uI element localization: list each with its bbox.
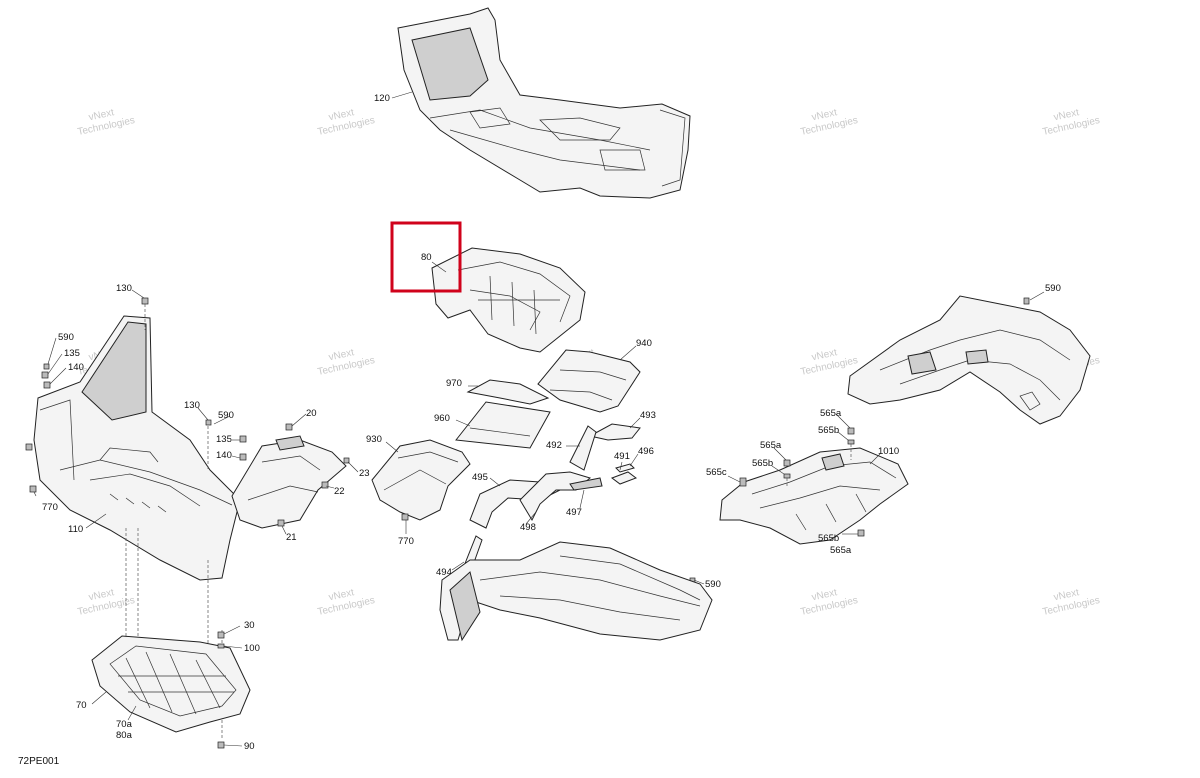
- callout-80: 80: [421, 252, 432, 263]
- callout-22: 22: [334, 486, 345, 497]
- part-120-center-console[interactable]: [397, 7, 691, 199]
- part-970-strip[interactable]: [466, 379, 550, 405]
- callout-140-b: 140: [216, 450, 232, 461]
- callout-20: 20: [306, 408, 317, 419]
- svg-text:vNext: vNext: [1053, 107, 1081, 123]
- part-20-panel[interactable]: [231, 435, 347, 529]
- callout-590-c: 590: [705, 579, 721, 590]
- callout-590-d: 590: [1045, 283, 1061, 294]
- part-80-bracket[interactable]: [431, 247, 586, 353]
- svg-text:vNext: vNext: [88, 107, 116, 123]
- callout-80a: 80a: [116, 730, 133, 741]
- callout-565c: 565c: [706, 467, 727, 478]
- callout-110: 110: [68, 524, 83, 535]
- callout-491: 491: [614, 451, 630, 462]
- svg-text:vNext: vNext: [811, 107, 839, 123]
- callout-940: 940: [636, 338, 652, 349]
- callout-930: 930: [366, 434, 382, 445]
- svg-text:vNext: vNext: [328, 347, 356, 363]
- highlight-box: [390, 221, 462, 293]
- part-493-strip[interactable]: [588, 423, 641, 441]
- callout-498: 498: [520, 522, 536, 533]
- part-70-floor-tray[interactable]: [91, 635, 251, 733]
- callout-565b-1: 565b: [818, 425, 839, 436]
- callout-495: 495: [472, 472, 488, 483]
- part-497-pad[interactable]: [569, 477, 603, 491]
- callout-130-a: 130: [116, 283, 132, 294]
- callout-770-a: 770: [42, 502, 58, 513]
- callout-30: 30: [244, 620, 255, 631]
- svg-text:vNext: vNext: [811, 587, 839, 603]
- callout-135-b: 135: [216, 434, 232, 445]
- part-930-cover[interactable]: [371, 439, 471, 521]
- callout-590-b: 590: [218, 410, 234, 421]
- svg-text:vNext: vNext: [328, 107, 356, 123]
- callout-21: 21: [286, 532, 297, 543]
- svg-text:vNext: vNext: [328, 587, 356, 603]
- callout-770-b: 770: [398, 536, 414, 547]
- svg-text:vNext: vNext: [88, 587, 116, 603]
- callout-70: 70: [76, 700, 87, 711]
- part-1010-rear-bracket[interactable]: [719, 447, 909, 545]
- callout-23: 23: [359, 468, 370, 479]
- part-940-bracket[interactable]: [537, 349, 641, 413]
- part-front-fender-right[interactable]: [847, 295, 1091, 425]
- callout-565b-2: 565b: [752, 458, 773, 469]
- callout-565a-3: 565a: [830, 545, 852, 556]
- callout-565b-3: 565b: [818, 533, 839, 544]
- hardware-right: [739, 427, 865, 537]
- callout-90: 90: [244, 741, 255, 752]
- callout-497: 497: [566, 507, 582, 518]
- diagram-code: 72PE001: [18, 756, 60, 767]
- callout-135-a: 135: [64, 348, 80, 359]
- part-rear-fender[interactable]: [439, 541, 713, 642]
- callout-494: 494: [436, 567, 452, 578]
- callout-565a-2: 565a: [760, 440, 782, 451]
- callout-960: 960: [434, 413, 450, 424]
- part-492-panel[interactable]: [569, 425, 597, 471]
- callout-496: 496: [638, 446, 654, 457]
- callout-492: 492: [546, 440, 562, 451]
- callout-493: 493: [640, 410, 656, 421]
- callout-1010: 1010: [878, 446, 899, 457]
- hardware-left: [25, 297, 350, 527]
- svg-text:vNext: vNext: [811, 347, 839, 363]
- part-110-front-fascia[interactable]: [33, 315, 241, 581]
- callout-590-a: 590: [58, 332, 74, 343]
- callout-130-b: 130: [184, 400, 200, 411]
- part-496-clip[interactable]: [610, 463, 638, 485]
- callout-970: 970: [446, 378, 462, 389]
- callout-565a-1: 565a: [820, 408, 842, 419]
- callout-120: 120: [374, 93, 390, 104]
- svg-text:vNext: vNext: [1053, 587, 1081, 603]
- callout-140-a: 140: [68, 362, 84, 373]
- callout-100: 100: [244, 643, 260, 654]
- part-960-plate[interactable]: [455, 401, 551, 449]
- callout-70a: 70a: [116, 719, 133, 730]
